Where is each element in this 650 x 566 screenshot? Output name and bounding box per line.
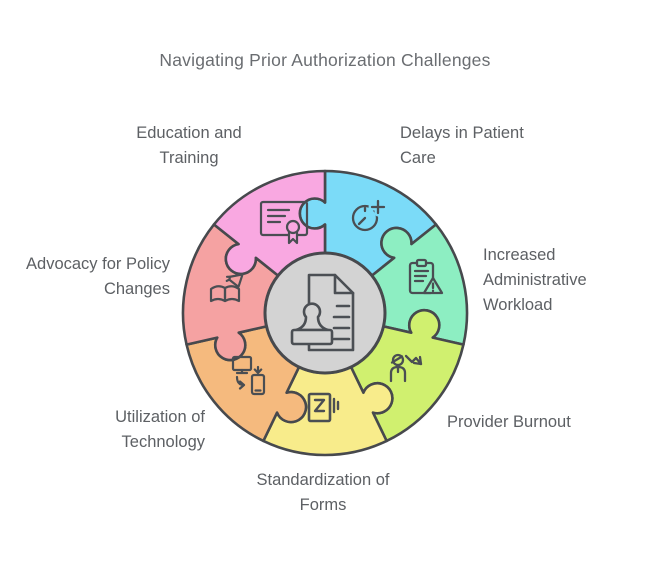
label-delays-in-patient-care: Delays in Patient Care <box>400 124 524 167</box>
label-education-and-training: Education and Training <box>136 124 242 167</box>
infographic-title: Navigating Prior Authorization Challenge… <box>159 50 491 70</box>
devices-sync-icon <box>231 355 266 396</box>
certificate-icon <box>259 200 309 245</box>
label-utilization-of-technology: Utilization of Technology <box>115 408 205 451</box>
label-standardization-of-forms: Standardization of Forms <box>256 471 390 514</box>
label-advocacy-for-policy-changes: Advocacy for Policy Changes <box>26 255 170 298</box>
clipboard-alert-icon <box>408 258 444 295</box>
center-hub <box>263 251 387 375</box>
form-lines-icon <box>307 392 340 423</box>
book-megaphone-icon <box>209 273 244 303</box>
label-provider-burnout: Provider Burnout <box>447 413 571 431</box>
puzzle-pieces <box>181 169 469 457</box>
clock-plus-icon <box>351 197 388 232</box>
label-increased-administrative-workload: Increased Administrative Workload <box>483 246 587 314</box>
puzzle-piece-education <box>212 169 327 277</box>
document-stamp-icon <box>290 273 355 352</box>
person-decline-icon <box>389 353 423 383</box>
